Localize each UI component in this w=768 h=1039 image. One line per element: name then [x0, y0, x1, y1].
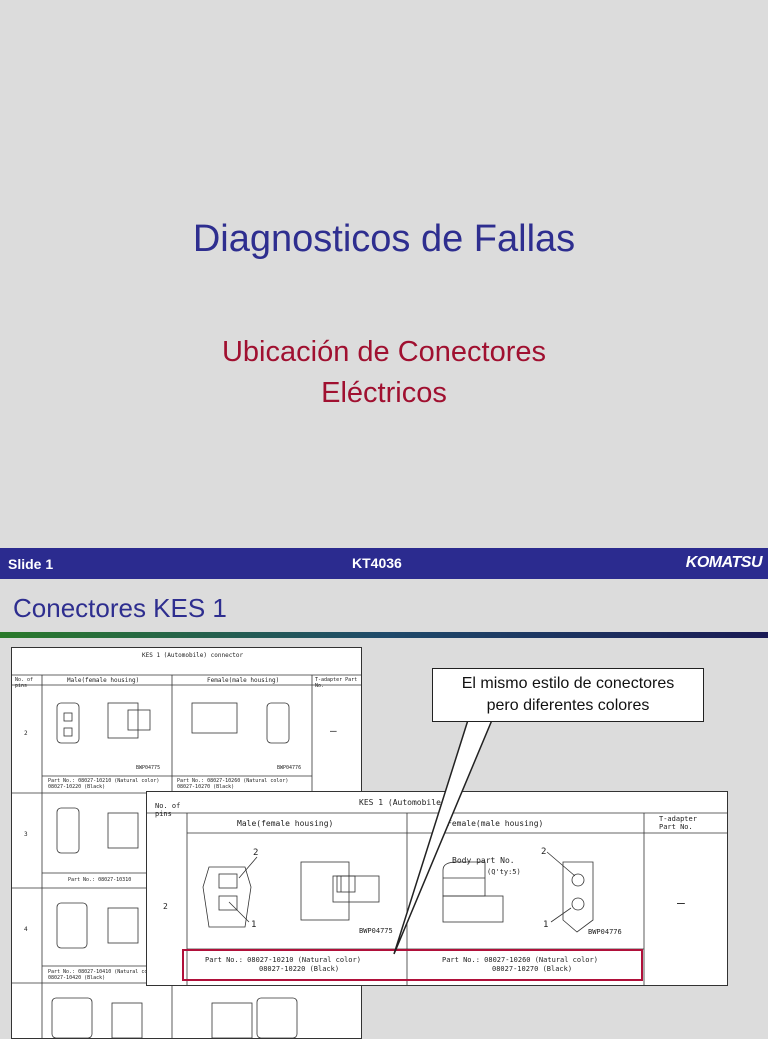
front-fig-female: BWP04776 [588, 928, 622, 936]
back-caption: KES 1 (Automobile) connector [142, 652, 244, 659]
slide-subtitle: Ubicación de Conectores Eléctricos [0, 332, 768, 414]
subtitle-line-1: Ubicación de Conectores [221, 336, 546, 368]
front-col-pins: No. of pins [155, 802, 181, 818]
back-fig-male: BWP04775 [136, 765, 161, 771]
part-number-highlight [182, 949, 643, 981]
front-qty: (Q'ty:5) [487, 868, 521, 876]
front-part-male-1: Part No.: 08027-10210 (Natural color) [205, 956, 361, 964]
front-pin-2-female: 2 [541, 847, 547, 857]
front-pin-2-male: 2 [253, 848, 259, 858]
back-row-2-part-male: Part No.: 08027-10310 [68, 877, 132, 883]
front-col-tadapter-1: T-adapter [659, 815, 697, 823]
front-part-female-1: Part No.: 08027-10260 (Natural color) [442, 956, 598, 964]
slide-2-title: Conectores KES 1 [13, 593, 227, 623]
front-col-tadapter-2: Part No. [659, 823, 693, 831]
front-pins: 2 [163, 902, 168, 911]
back-row-2-pins: 3 [24, 831, 28, 838]
back-fig-female: BWP04776 [277, 765, 302, 771]
back-col-tadapter: T-adapter Part No. [315, 677, 358, 689]
front-fig-male: BWP04775 [359, 927, 393, 935]
back-row-3-pins: 4 [24, 926, 28, 933]
front-pin-1-female: 1 [543, 920, 549, 930]
front-col-female: Female(male housing) [447, 819, 544, 828]
back-col-pins: No. of pins [15, 677, 34, 689]
back-row-1-tadapter: — [330, 724, 337, 737]
subtitle-line-2: Eléctricos [321, 377, 447, 409]
back-row-1-part-male: Part No.: 08027-10210 (Natural color) 08… [48, 778, 160, 790]
back-row-1-part-female: Part No.: 08027-10260 (Natural color) 08… [177, 778, 289, 790]
connector-table-front: KES 1 (Automobile) No. of pins Male(fema… [146, 791, 728, 986]
slide-footer: Slide 1 KT4036 KOMATSU [0, 548, 768, 579]
komatsu-logo: KOMATSU [685, 554, 763, 571]
back-col-female: Female(male housing) [207, 677, 280, 684]
back-row-3-part-male: Part No.: 08027-10410 (Natural color) 08… [48, 969, 160, 981]
front-caption: KES 1 (Automobile) [359, 798, 446, 807]
front-part-male-2: 08027-10220 (Black) [259, 965, 340, 973]
front-pin-1-male: 1 [251, 920, 257, 930]
front-tadapter: — [677, 896, 685, 911]
front-part-female-2: 08027-10270 (Black) [492, 965, 573, 973]
callout-line-1: El mismo estilo de conectores [461, 675, 675, 692]
back-row-1-pins: 2 [24, 730, 28, 737]
back-col-male: Male(female housing) [67, 677, 140, 684]
slide-2: Conectores KES 1 [0, 579, 768, 1039]
callout-line-2: pero diferentes colores [486, 697, 650, 714]
front-col-male: Male(female housing) [237, 819, 334, 828]
title-divider [0, 632, 768, 638]
slide-1: Diagnosticos de Fallas Ubicación de Cone… [0, 218, 768, 414]
course-code: KT4036 [352, 555, 402, 571]
front-body-part: Body part No. [452, 856, 515, 865]
slide-title: Diagnosticos de Fallas [192, 218, 576, 260]
slide-number: Slide 1 [8, 556, 54, 572]
callout-box: El mismo estilo de conectores pero difer… [432, 668, 704, 722]
